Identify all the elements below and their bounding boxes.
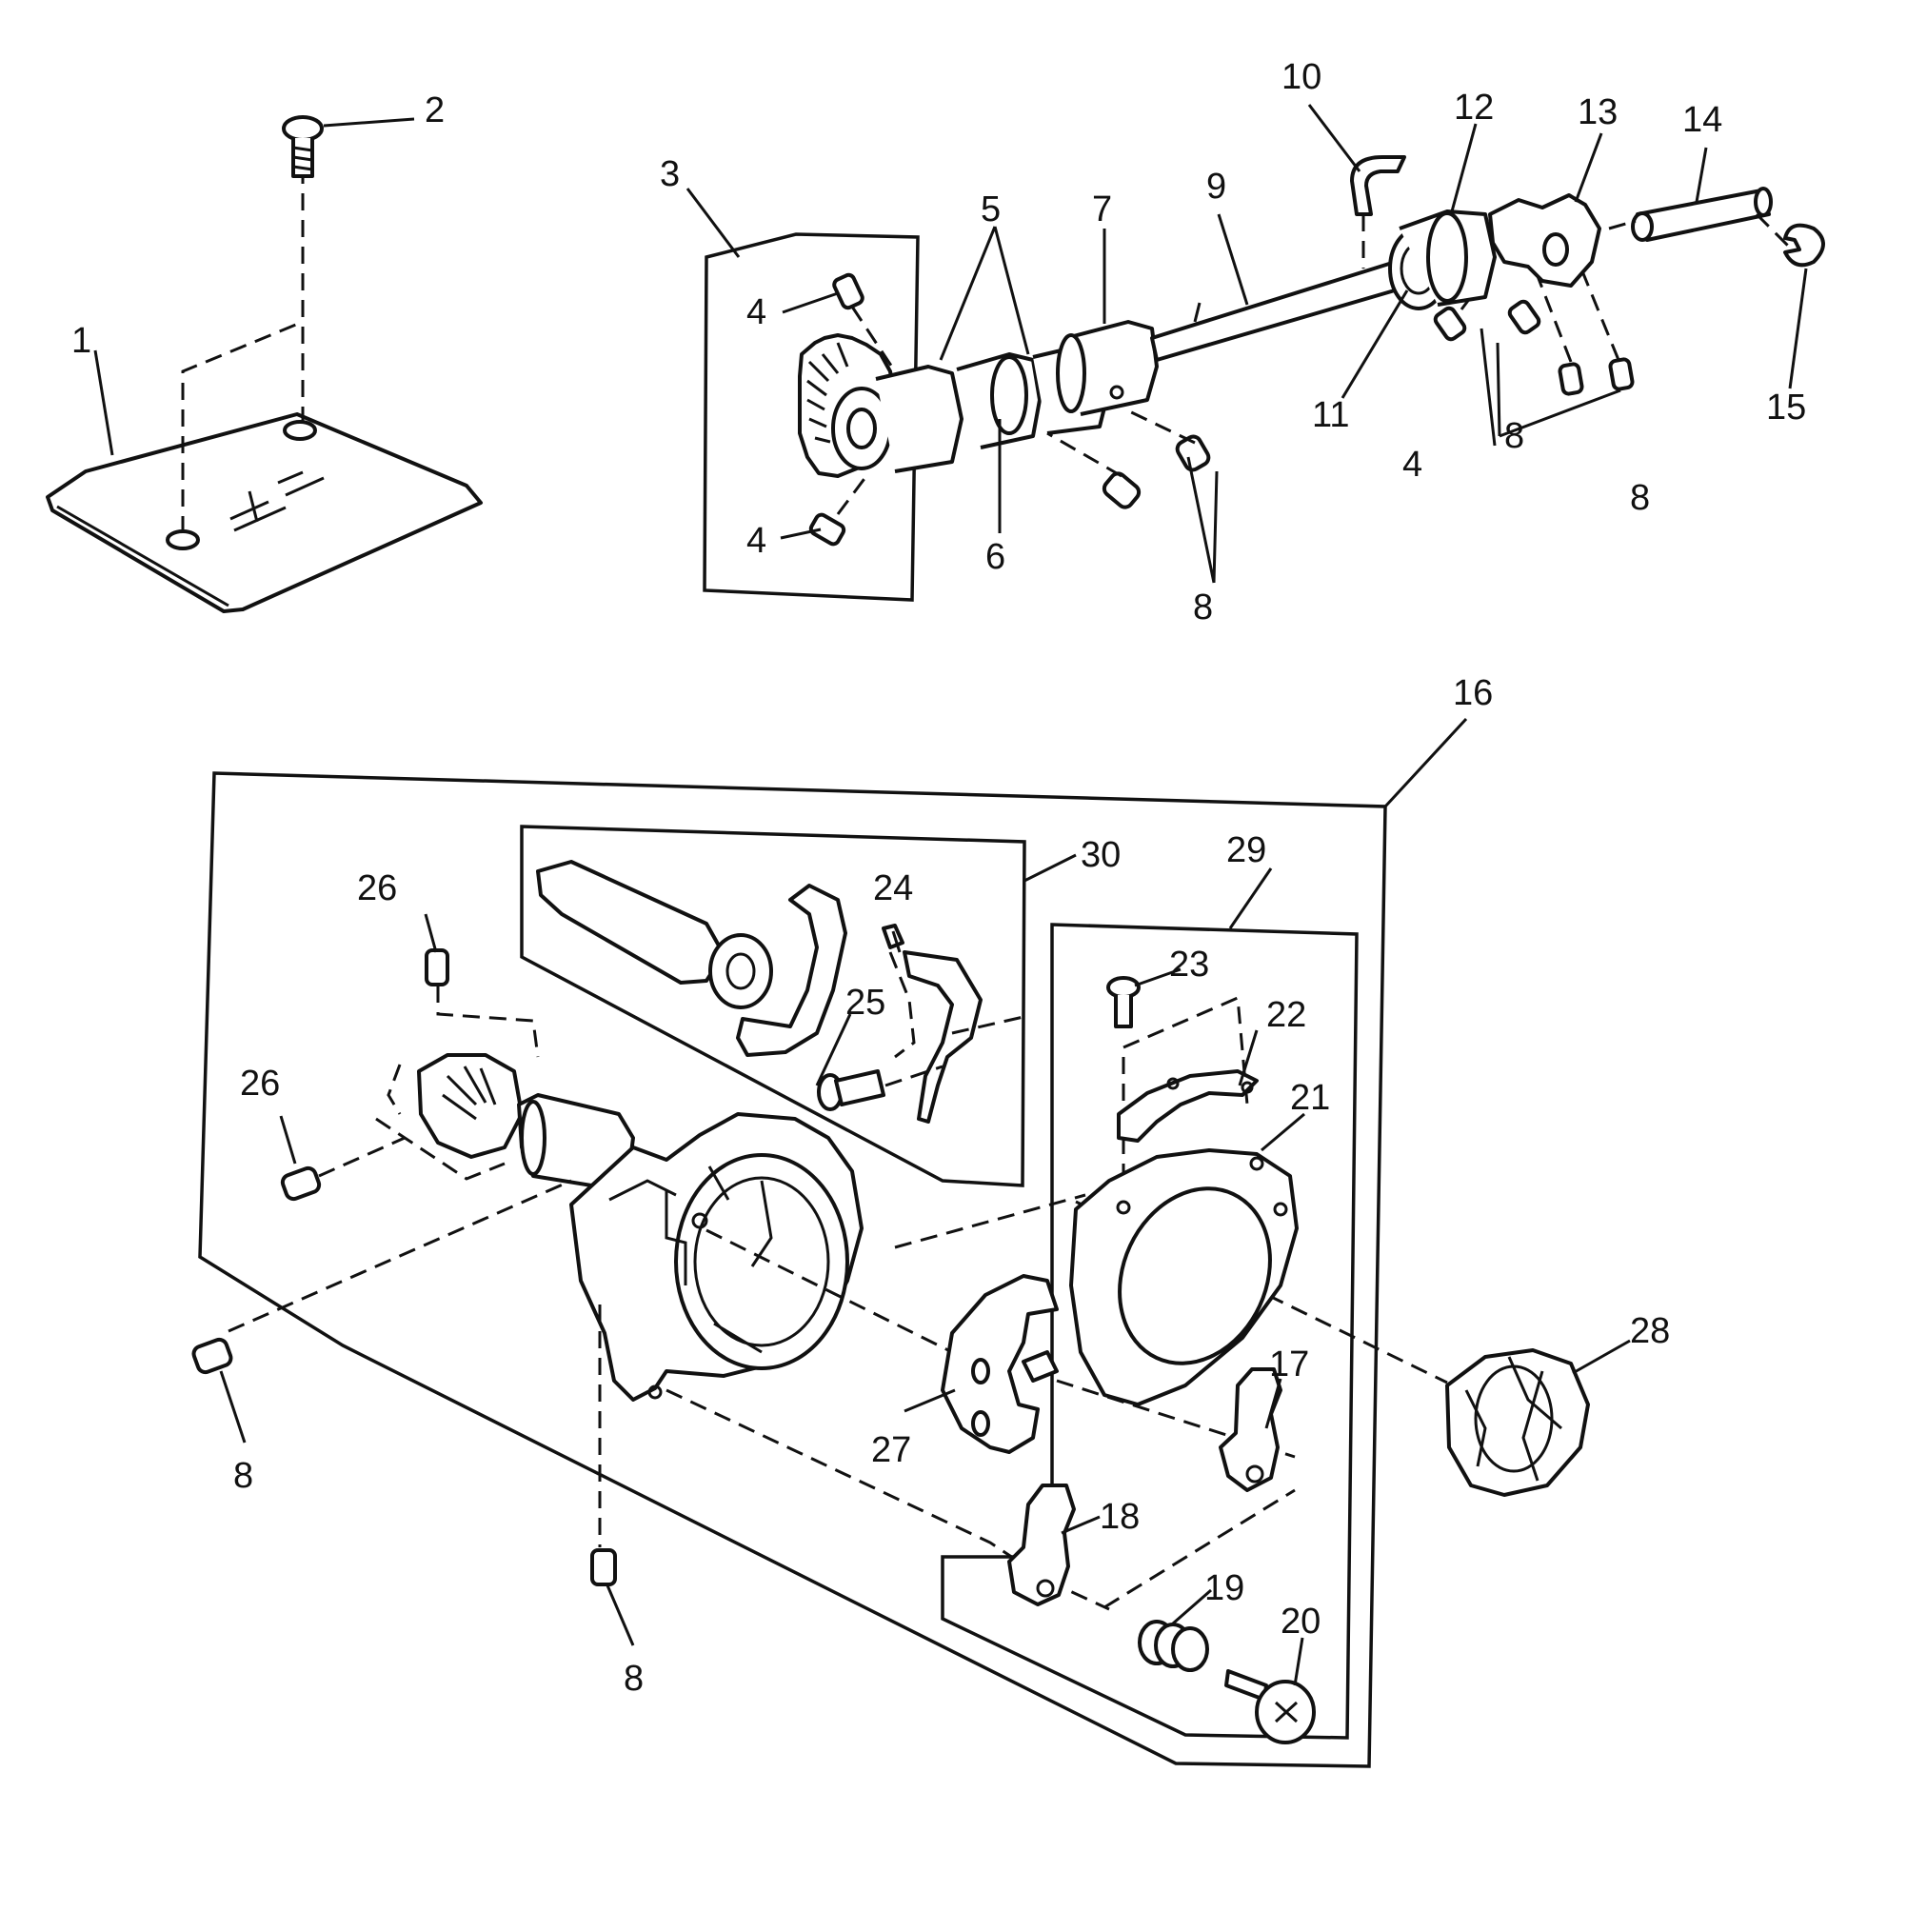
callout-8-upper-mid: 8 [1193,588,1213,627]
callout-8-lower-left: 8 [233,1456,253,1496]
callout-4-top: 4 [746,292,766,332]
callout-30: 30 [1081,835,1121,875]
callout-1: 1 [71,321,91,361]
part-set-screws-lower [191,1337,617,1586]
callout-22: 22 [1266,995,1306,1035]
callout-15: 15 [1766,388,1806,428]
callout-26-left: 26 [240,1064,280,1104]
callout-29: 29 [1226,830,1266,870]
part-bushing-and-crank [1350,155,1825,310]
callout-8-lower-bottom: 8 [624,1659,644,1699]
callout-16: 16 [1453,673,1493,713]
callout-20: 20 [1281,1602,1321,1642]
part-hook-race-body [569,1112,864,1402]
callout-11: 11 [1312,395,1349,435]
callout-13: 13 [1578,92,1618,132]
callout-27: 27 [871,1430,911,1470]
part-needle-plate [46,162,483,613]
callout-6: 6 [985,537,1005,577]
callout-8-upper-right-b: 8 [1630,478,1650,518]
callout-2: 2 [425,90,445,130]
callout-4-right: 4 [1402,445,1422,485]
callout-26-top: 26 [357,868,397,908]
callout-9: 9 [1206,167,1226,207]
part-lower-bevel-gear [280,948,635,1202]
callout-4-bottom: 4 [746,521,766,561]
part-rotary-hook-28 [1445,1348,1590,1497]
part-lever-18 [1007,1484,1076,1606]
part-gear-shaft-assembly [798,257,1413,478]
callout-12: 12 [1454,88,1494,128]
part-screw-20 [1224,1669,1316,1744]
callout-7: 7 [1092,189,1112,229]
callout-24: 24 [873,868,913,908]
callout-18: 18 [1100,1497,1140,1537]
part-bobbin-case [941,1274,1059,1454]
part-spring-19 [1138,1620,1209,1672]
part-race-ring [1069,1148,1299,1406]
callout-labels: 1 2 3 4 4 5 6 7 8 9 10 11 4 12 8 13 14 1… [71,57,1806,1699]
callout-10: 10 [1281,57,1321,97]
callout-17: 17 [1269,1344,1309,1384]
callout-23: 23 [1169,945,1209,985]
callout-8-upper-right-a: 8 [1504,416,1524,456]
group-frame-30 [520,825,1026,1187]
callout-5: 5 [981,189,1001,229]
part-screw-23 [1106,976,1141,1028]
callout-14: 14 [1682,100,1722,140]
part-set-screws-upper [808,266,1635,547]
part-hook-plate-22 [1117,1069,1259,1143]
callout-28: 28 [1630,1311,1670,1351]
callout-19: 19 [1204,1568,1244,1608]
callout-21: 21 [1290,1078,1330,1118]
part-screw-2 [282,115,324,178]
part-lever-17 [1219,1367,1282,1492]
part-hook-shaft [536,860,847,1057]
part-thread-guide [817,924,1024,1124]
callout-3: 3 [660,154,680,194]
callout-25: 25 [845,983,885,1023]
leader-lines [93,104,1808,1686]
